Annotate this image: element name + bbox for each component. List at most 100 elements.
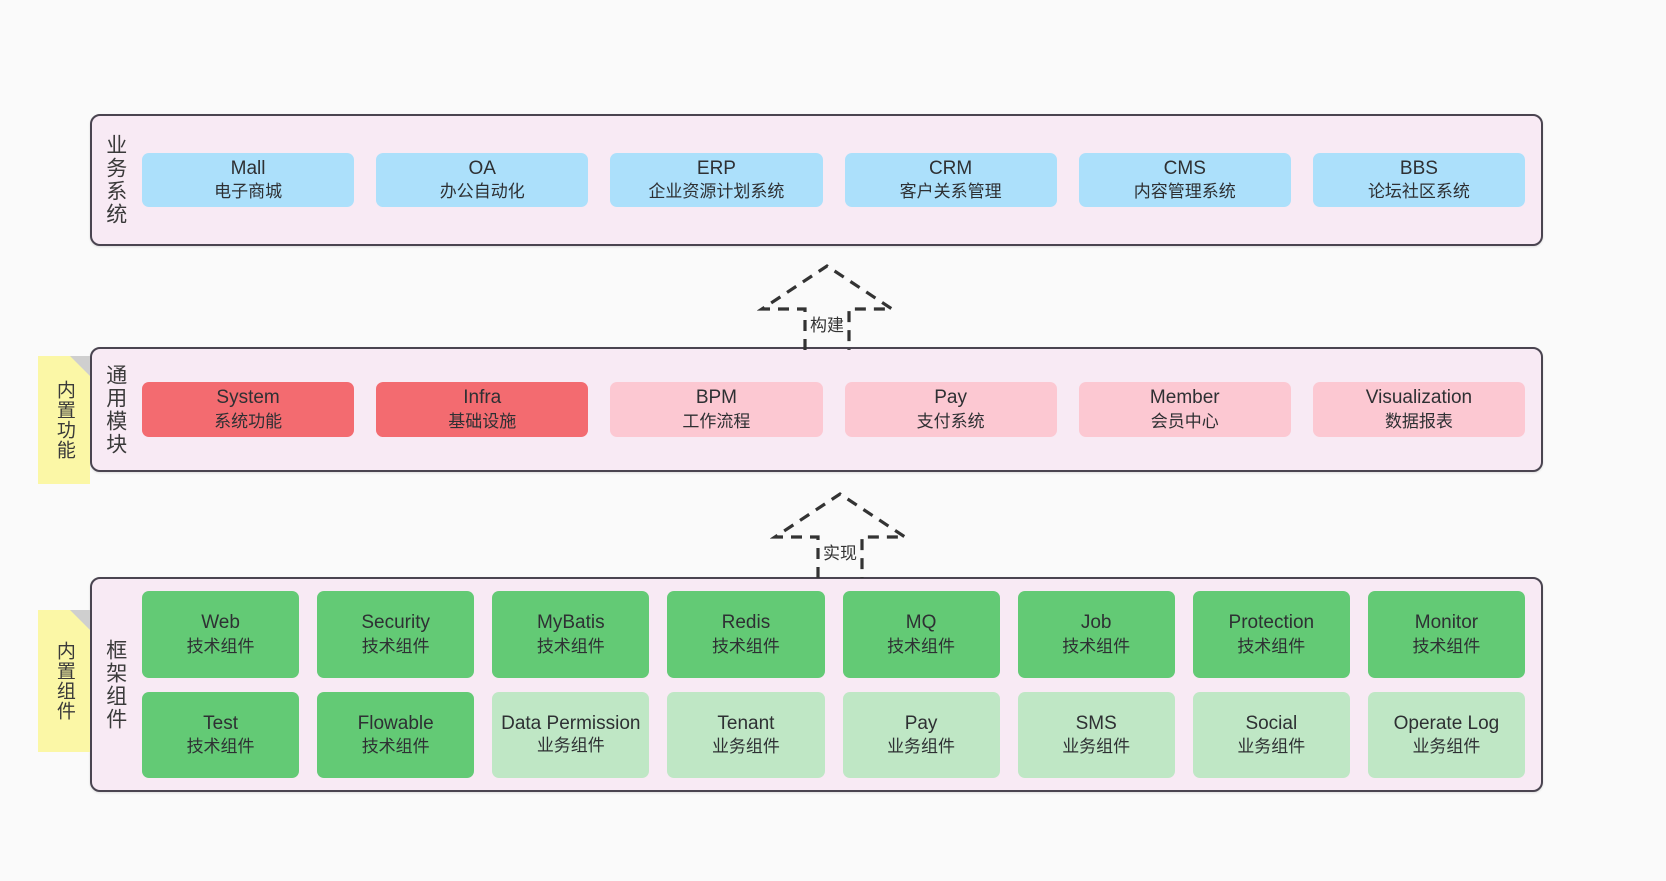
- common-card-system[interactable]: System 系统功能: [142, 382, 355, 437]
- connector-build-label: 构建: [810, 316, 844, 335]
- framework-card-security[interactable]: Security 技术组件: [317, 591, 475, 678]
- card-title: Operate Log: [1393, 712, 1500, 734]
- sticky-fold-corner: [70, 356, 90, 376]
- layer-common-modules: 通用模块 System 系统功能 Infra 基础设施 BPM 工作流程 Pay…: [90, 347, 1543, 472]
- business-card-oa[interactable]: OA 办公自动化: [376, 152, 589, 208]
- card-title: Mall: [230, 157, 266, 179]
- business-card-row: Mall 电子商城 OA 办公自动化 ERP 企业资源计划系统 CRM 客户关系…: [142, 152, 1526, 208]
- card-title: CMS: [1163, 157, 1206, 179]
- card-subtitle: 技术组件: [536, 636, 605, 656]
- business-card-erp[interactable]: ERP 企业资源计划系统: [610, 152, 823, 208]
- card-subtitle: 技术组件: [361, 636, 430, 656]
- framework-card-pay[interactable]: Pay 业务组件: [842, 691, 1000, 778]
- framework-card-data-permission[interactable]: Data Permission 业务组件: [492, 691, 650, 778]
- common-card-bpm[interactable]: BPM 工作流程: [610, 382, 823, 437]
- card-subtitle: 客户关系管理: [899, 182, 1002, 202]
- card-title: Visualization: [1365, 387, 1473, 409]
- card-subtitle: 论坛社区系统: [1367, 182, 1470, 202]
- card-title: Pay: [934, 387, 967, 409]
- common-card-member[interactable]: Member 会员中心: [1078, 382, 1291, 437]
- card-title: Flowable: [357, 712, 434, 734]
- business-card-mall[interactable]: Mall 电子商城: [142, 152, 355, 208]
- layer-business-label: 业务系统: [103, 134, 127, 226]
- card-title: Social: [1245, 712, 1298, 734]
- business-card-bbs[interactable]: BBS 论坛社区系统: [1312, 152, 1526, 208]
- card-subtitle: 业务组件: [887, 737, 956, 757]
- card-subtitle: 基础设施: [448, 411, 517, 431]
- sticky-note-builtin-features: 内置功能: [38, 356, 90, 484]
- card-subtitle: 技术组件: [1237, 636, 1306, 656]
- card-subtitle: 系统功能: [214, 411, 283, 431]
- framework-card-test[interactable]: Test 技术组件: [142, 691, 300, 778]
- card-subtitle: 业务组件: [1062, 737, 1131, 757]
- connector-build: 构建: [757, 262, 897, 350]
- common-card-visualization[interactable]: Visualization 数据报表: [1312, 382, 1526, 437]
- layer-framework-body: Web 技术组件 Security 技术组件 MyBatis 技术组件 Redi…: [138, 579, 1541, 790]
- card-title: Data Permission: [501, 713, 641, 735]
- layer-framework-label: 框架组件: [103, 638, 127, 731]
- card-title: Web: [201, 612, 240, 634]
- sticky-note-text: 内置组件: [53, 641, 75, 721]
- card-title: BPM: [695, 387, 738, 409]
- layer-framework-components: 框架组件 Web 技术组件 Security 技术组件 MyBatis 技术组件…: [90, 577, 1543, 792]
- card-title: Security: [361, 612, 430, 634]
- card-subtitle: 办公自动化: [439, 182, 525, 202]
- card-subtitle: 业务组件: [1412, 737, 1481, 757]
- card-title: Redis: [721, 612, 771, 634]
- build-arrow-icon: [757, 264, 897, 350]
- card-subtitle: 技术组件: [887, 636, 956, 656]
- card-title: MyBatis: [537, 612, 605, 634]
- connector-implement-label: 实现: [823, 544, 857, 563]
- business-card-crm[interactable]: CRM 客户关系管理: [844, 152, 1057, 208]
- card-subtitle: 技术组件: [1062, 636, 1131, 656]
- framework-card-sms[interactable]: SMS 业务组件: [1017, 691, 1175, 778]
- card-subtitle: 工作流程: [682, 411, 751, 431]
- card-title: BBS: [1399, 157, 1438, 179]
- framework-card-web[interactable]: Web 技术组件: [142, 591, 300, 678]
- framework-card-flowable[interactable]: Flowable 技术组件: [317, 691, 475, 778]
- framework-tech-row: Web 技术组件 Security 技术组件 MyBatis 技术组件 Redi…: [142, 591, 1525, 678]
- common-card-row: System 系统功能 Infra 基础设施 BPM 工作流程 Pay 支付系统…: [142, 382, 1526, 437]
- card-title: SMS: [1075, 712, 1117, 734]
- framework-card-mybatis[interactable]: MyBatis 技术组件: [492, 591, 650, 678]
- sticky-fold-corner: [70, 610, 90, 630]
- framework-card-job[interactable]: Job 技术组件: [1017, 591, 1175, 678]
- sticky-note-text: 内置功能: [53, 380, 75, 460]
- framework-card-social[interactable]: Social 业务组件: [1192, 691, 1350, 778]
- card-subtitle: 内容管理系统: [1133, 182, 1236, 202]
- framework-card-protection[interactable]: Protection 技术组件: [1192, 591, 1350, 678]
- common-card-infra[interactable]: Infra 基础设施: [376, 382, 589, 437]
- card-title: System: [216, 387, 280, 409]
- framework-card-operate-log[interactable]: Operate Log 业务组件: [1367, 691, 1525, 778]
- framework-card-redis[interactable]: Redis 技术组件: [667, 591, 825, 678]
- card-subtitle: 数据报表: [1384, 411, 1453, 431]
- card-subtitle: 会员中心: [1150, 411, 1219, 431]
- layer-business-body: Mall 电子商城 OA 办公自动化 ERP 企业资源计划系统 CRM 客户关系…: [138, 116, 1541, 244]
- card-subtitle: 电子商城: [214, 182, 283, 202]
- card-title: ERP: [696, 157, 736, 179]
- card-subtitle: 技术组件: [1412, 636, 1481, 656]
- card-title: Monitor: [1414, 612, 1479, 634]
- card-title: Test: [203, 712, 238, 734]
- framework-card-tenant[interactable]: Tenant 业务组件: [667, 691, 825, 778]
- layer-common-body: System 系统功能 Infra 基础设施 BPM 工作流程 Pay 支付系统…: [138, 349, 1541, 470]
- framework-card-monitor[interactable]: Monitor 技术组件: [1367, 591, 1525, 678]
- layer-common-label: 通用模块: [103, 363, 127, 456]
- card-subtitle: 技术组件: [711, 636, 780, 656]
- connector-implement: 实现: [770, 490, 910, 578]
- card-subtitle: 业务组件: [1237, 737, 1306, 757]
- card-title: Job: [1080, 612, 1112, 634]
- card-title: Tenant: [717, 712, 775, 734]
- framework-biz-row: Test 技术组件 Flowable 技术组件 Data Permission …: [142, 691, 1525, 778]
- business-card-cms[interactable]: CMS 内容管理系统: [1078, 152, 1291, 208]
- sticky-note-builtin-components: 内置组件: [38, 610, 90, 752]
- card-subtitle: 支付系统: [916, 411, 985, 431]
- common-card-pay[interactable]: Pay 支付系统: [844, 382, 1057, 437]
- framework-card-mq[interactable]: MQ 技术组件: [842, 591, 1000, 678]
- card-subtitle: 业务组件: [536, 735, 605, 755]
- layer-business-systems: 业务系统 Mall 电子商城 OA 办公自动化 ERP 企业资源计划系统 CRM…: [90, 114, 1543, 246]
- implement-arrow-icon: [770, 492, 910, 578]
- card-title: Pay: [904, 712, 938, 734]
- card-subtitle: 技术组件: [361, 737, 430, 757]
